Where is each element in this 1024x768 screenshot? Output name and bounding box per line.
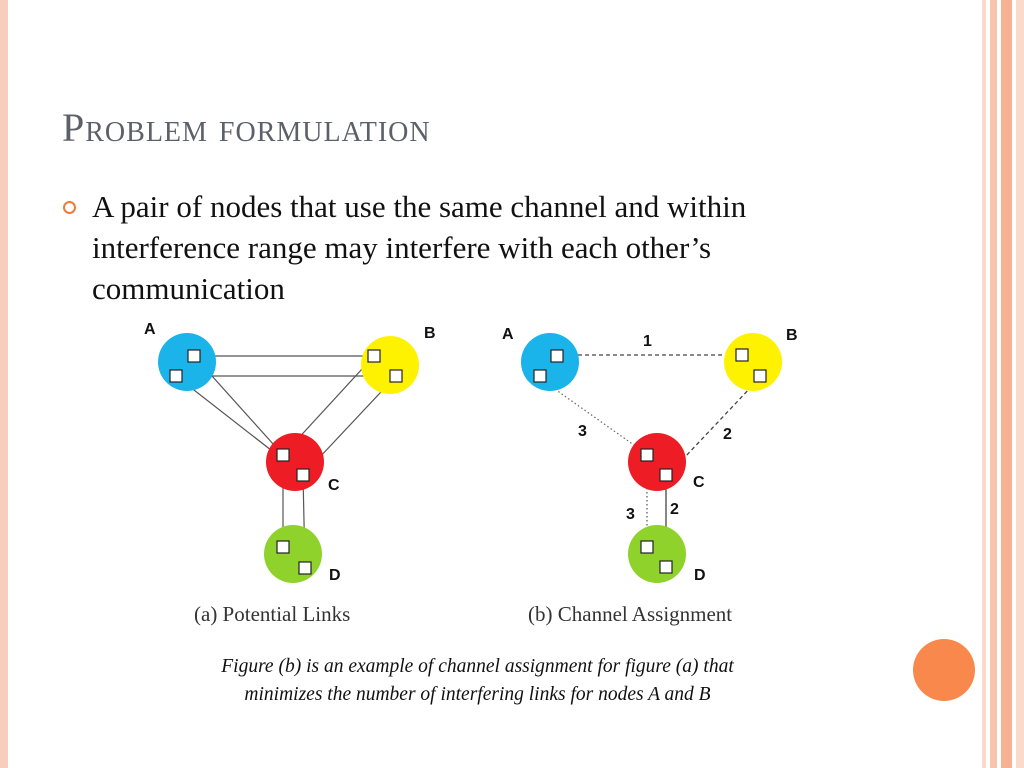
slide-right-stripes — [978, 0, 1024, 768]
radio-icon — [187, 349, 201, 363]
radio-interfaces-a — [169, 349, 403, 575]
link-a-c-channel-3 — [541, 379, 649, 456]
figure: A B C D (a) Potential Links A B — [144, 321, 798, 626]
caption-potential-links: (a) Potential Links — [194, 602, 350, 626]
node-label-c: C — [693, 474, 705, 491]
node-label-d: D — [329, 567, 341, 584]
radio-icon — [753, 369, 767, 383]
node-label-b: B — [786, 327, 798, 344]
radio-icon — [296, 468, 310, 482]
radio-icon — [659, 468, 673, 482]
bullet-marker-icon — [63, 201, 76, 214]
channel-label-b-c: 2 — [723, 426, 732, 443]
node-b — [361, 336, 419, 394]
node-a — [158, 333, 216, 391]
radio-icon — [640, 540, 654, 554]
radio-icon — [550, 349, 564, 363]
node-label-c: C — [328, 477, 340, 494]
radio-icon — [533, 369, 547, 383]
node-label-d: D — [694, 567, 706, 584]
bullet-text: A pair of nodes that use the same channe… — [92, 189, 747, 306]
figure-caption: Figure (b) is an example of channel assi… — [100, 653, 855, 709]
radio-interfaces-b — [533, 348, 767, 574]
radio-icon — [298, 561, 312, 575]
channel-label-a-c: 3 — [578, 423, 587, 440]
node-label-b: B — [424, 325, 436, 342]
radio-icon — [659, 560, 673, 574]
figure-caption-line-2: minimizes the number of interfering link… — [244, 684, 711, 705]
radio-icon — [389, 369, 403, 383]
channel-label-c-d-2: 2 — [670, 501, 679, 518]
page-title: Problem formulation — [62, 105, 431, 150]
radio-icon — [276, 448, 290, 462]
figure-caption-line-1: Figure (b) is an example of channel assi… — [221, 656, 734, 677]
radio-icon — [276, 540, 290, 554]
caption-channel-assignment: (b) Channel Assignment — [528, 602, 732, 626]
radio-icon — [367, 349, 381, 363]
node-a — [521, 333, 579, 391]
node-label-a: A — [502, 326, 514, 343]
node-c — [266, 433, 324, 491]
radio-icon — [169, 369, 183, 383]
node-c — [628, 433, 686, 491]
channel-label-a-b: 1 — [643, 333, 652, 350]
node-label-a: A — [144, 321, 156, 338]
slide-left-border — [0, 0, 8, 768]
node-d — [264, 525, 322, 583]
diagram-potential-links: A B C D (a) Potential Links — [144, 321, 436, 626]
radio-icon — [640, 448, 654, 462]
channel-label-c-d-1: 3 — [626, 506, 635, 523]
node-d — [628, 525, 686, 583]
accent-circle — [913, 639, 975, 701]
node-b — [724, 333, 782, 391]
diagram-channel-assignment: A B C D 1 2 3 3 2 (b) Channel Assignment — [502, 326, 798, 626]
radio-icon — [735, 348, 749, 362]
